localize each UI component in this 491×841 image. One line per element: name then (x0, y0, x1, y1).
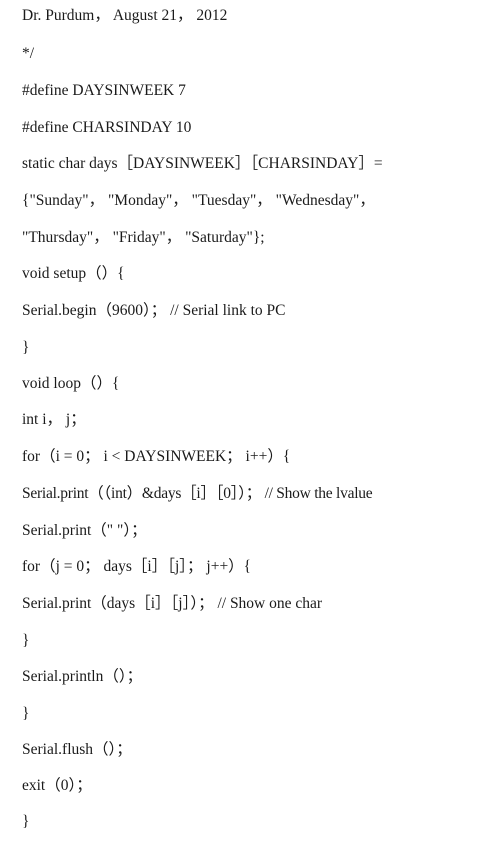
code-line-17: Serial.print（days［i］［j］）； // Show one ch… (22, 595, 323, 612)
code-line-21: Serial.flush（）； (22, 741, 132, 758)
code-line-9: Serial.begin（9600）； // Serial link to PC (22, 302, 286, 319)
code-line-3: #define DAYSINWEEK 7 (22, 82, 186, 99)
code-line-14: Serial.print（（int）&days［i］［0］）； // Show … (22, 485, 373, 502)
code-line-8: void setup（）{ (22, 265, 125, 282)
code-line-20: } (22, 705, 30, 722)
code-line-6: {"Sunday"， "Monday"， "Tuesday"， "Wednesd… (22, 192, 375, 209)
code-line-19: Serial.println（）； (22, 668, 143, 685)
code-line-10: } (22, 339, 30, 356)
code-line-16: for（j = 0； days［i］［j］； j++）{ (22, 558, 252, 575)
code-line-4: #define CHARSINDAY 10 (22, 119, 192, 136)
code-line-22: exit（0）； (22, 777, 92, 794)
code-line-1: Dr. Purdum， August 21， 2012 (22, 7, 228, 24)
code-line-2: */ (22, 45, 35, 62)
code-line-13: for（i = 0； i < DAYSINWEEK； i++）{ (22, 448, 291, 465)
code-line-23: } (22, 813, 30, 830)
code-line-12: int i， j； (22, 411, 86, 428)
code-line-11: void loop（）{ (22, 375, 120, 392)
code-line-5: static char days［DAYSINWEEK］［CHARSINDAY］… (22, 155, 383, 172)
code-line-15: Serial.print（" "）； (22, 522, 147, 539)
code-line-7: "Thursday"， "Friday"， "Saturday"}; (22, 229, 265, 246)
code-line-18: } (22, 632, 30, 649)
